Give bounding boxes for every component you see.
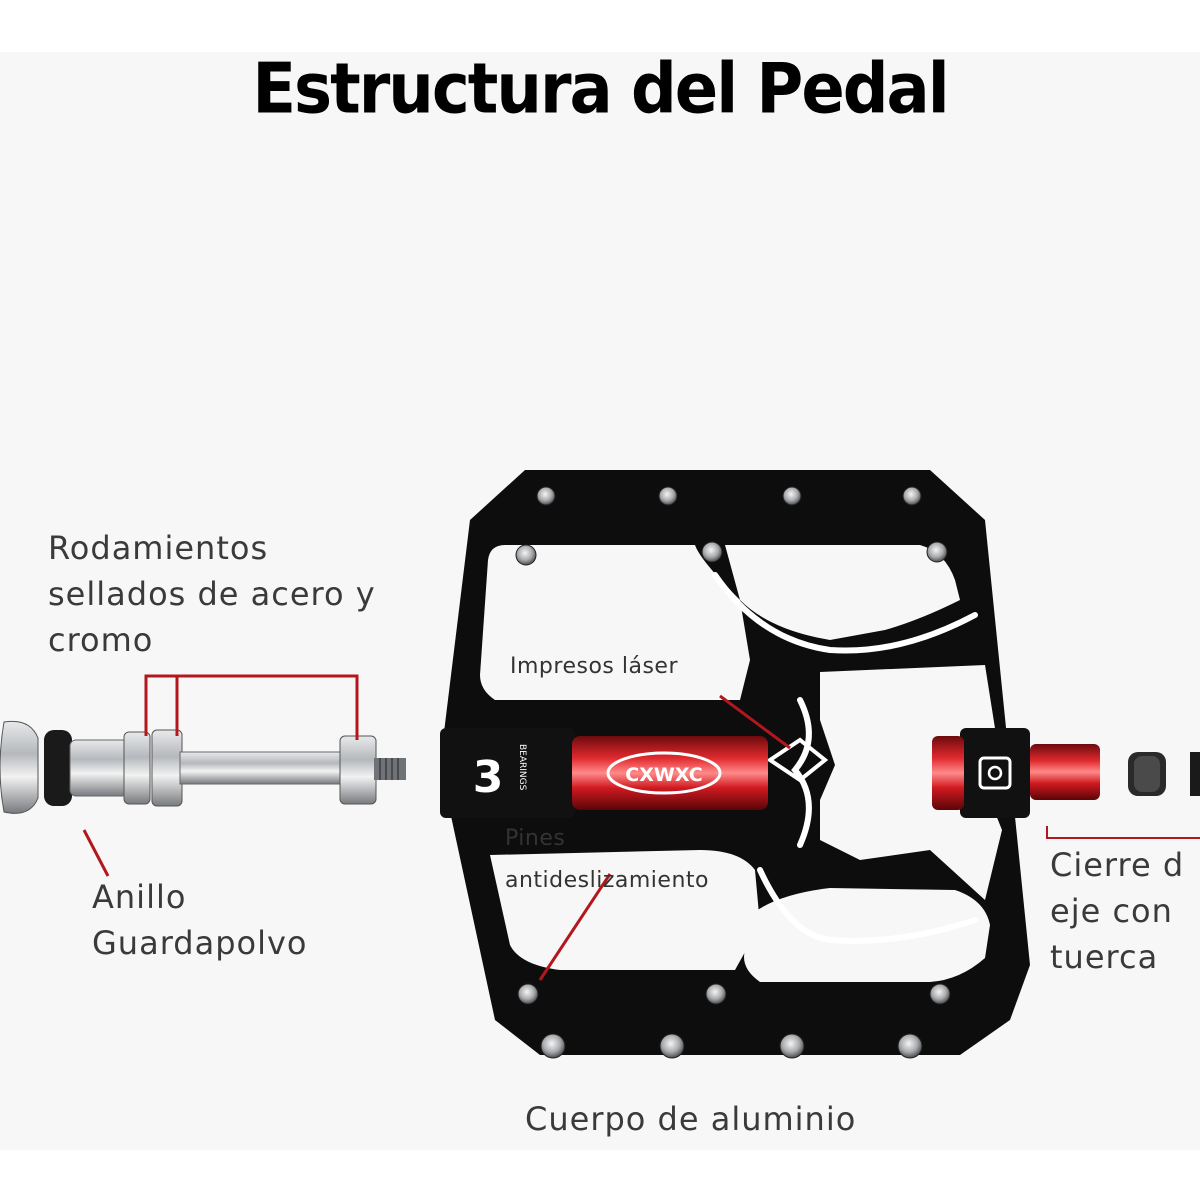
spindle-shaft bbox=[179, 751, 351, 785]
label-bearings-line3: cromo bbox=[48, 621, 154, 659]
pedal-body: CXWXC 3 BEARINGS bbox=[440, 470, 1100, 1059]
pedal-windows bbox=[480, 545, 1002, 982]
bottom-band bbox=[0, 1150, 1200, 1200]
thread-lines bbox=[379, 758, 399, 780]
dust-ring-callout bbox=[82, 829, 110, 877]
spindle-thread bbox=[374, 758, 406, 780]
red-axle-end bbox=[1030, 744, 1100, 800]
bearing-mark-word: BEARINGS bbox=[517, 744, 527, 791]
spindle-assembly bbox=[0, 720, 406, 814]
axle-housing-left bbox=[440, 728, 575, 818]
pins-callout bbox=[538, 873, 612, 981]
label-dust-ring-line1: Anillo bbox=[92, 878, 187, 916]
label-aluminum-body: Cuerpo de aluminio bbox=[525, 1100, 857, 1138]
axle-housing-right bbox=[960, 728, 1030, 818]
label-pins-line2: antideslizamiento bbox=[505, 868, 709, 893]
label-bearings: Rodamientos sellados de acero y cromo bbox=[48, 525, 376, 663]
registered-mark-icon bbox=[978, 756, 1012, 790]
axle-lock-bracket bbox=[1046, 826, 1200, 839]
label-dust-ring-line2: Guardapolvo bbox=[92, 924, 308, 962]
anti-slip-pins bbox=[515, 486, 951, 1059]
diagram-title: Estructura del Pedal bbox=[252, 50, 949, 130]
label-axle-lock-line3: tuerca bbox=[1050, 938, 1159, 976]
label-bearings-line1: Rodamientos bbox=[48, 529, 269, 567]
label-pins-line1: Pines bbox=[505, 826, 566, 851]
top-band bbox=[0, 0, 1200, 52]
brand-logo-oval bbox=[606, 751, 722, 795]
label-axle-lock-line2: eje con bbox=[1050, 892, 1173, 930]
label-anti-slip-pins: Pines antideslizamiento bbox=[505, 818, 709, 902]
axle-nut bbox=[1128, 752, 1200, 796]
label-axle-lock-line1: Cierre d bbox=[1050, 846, 1185, 884]
bearing-middle bbox=[151, 729, 183, 807]
registered-mark-dot bbox=[987, 765, 1003, 781]
bearing-left bbox=[123, 731, 151, 805]
red-axle-sleeve-right bbox=[932, 736, 964, 810]
label-laser-print: Impresos láser bbox=[510, 654, 678, 679]
label-dust-ring: Anillo Guardapolvo bbox=[92, 874, 308, 966]
spindle-end-cap bbox=[0, 720, 39, 814]
pedal-laser-graphics bbox=[712, 572, 978, 944]
label-bearings-line2: sellados de acero y bbox=[48, 575, 376, 613]
label-axle-lock: Cierre d eje con tuerca bbox=[1050, 842, 1184, 980]
bearing-mark-number: 3 bbox=[473, 752, 504, 803]
laser-callout bbox=[719, 694, 791, 750]
brand-logo-text: CXWXC bbox=[625, 764, 702, 786]
bearing-right bbox=[339, 735, 377, 805]
dust-ring bbox=[44, 730, 72, 806]
red-axle-sleeve bbox=[572, 736, 768, 810]
bearing-callout bbox=[144, 674, 359, 740]
spindle-collar bbox=[69, 739, 129, 797]
